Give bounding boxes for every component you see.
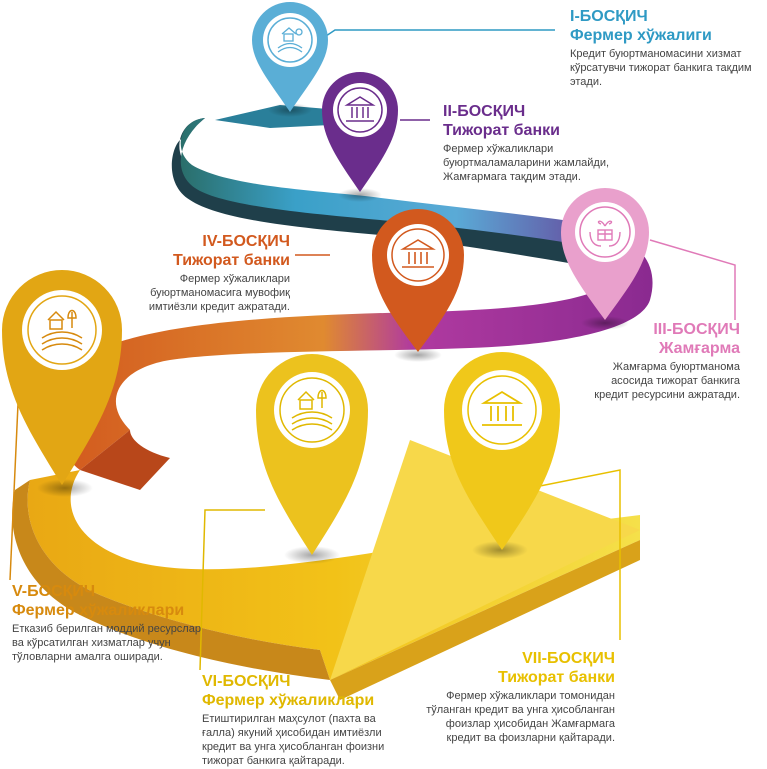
bank-icon bbox=[344, 96, 376, 122]
step-description: Етказиб берилган моддий ресурслар ва кўр… bbox=[12, 623, 201, 663]
step-title: VII-БОСҚИЧ bbox=[522, 650, 615, 667]
hands-gift-icon bbox=[589, 220, 621, 247]
step-7: VII-БОСҚИЧ Тижорат банки Фермер хўжаликл… bbox=[415, 649, 615, 745]
pin-step-6 bbox=[256, 354, 368, 555]
step-4: IV-БОСҚИЧ Тижорат банки Фермер хўжаликла… bbox=[130, 232, 290, 314]
step-title: VI-БОСҚИЧ bbox=[202, 673, 291, 690]
pin-step-5 bbox=[2, 270, 122, 485]
step-subtitle: Фермер хўжалиги bbox=[570, 27, 712, 44]
step-subtitle: Тижорат банки bbox=[173, 252, 290, 269]
bank-icon bbox=[400, 239, 436, 268]
road-band-bottom bbox=[12, 440, 641, 700]
step-description: Жамғарма буюртманома асосида тижорат бан… bbox=[594, 361, 740, 401]
step-subtitle: Тижорат банки bbox=[443, 122, 560, 139]
step-title: II-БОСҚИЧ bbox=[443, 103, 526, 120]
step-description: Фермер хўжаликлари томонидан тўланган кр… bbox=[426, 690, 615, 744]
step-description: Етиштирилган маҳсулот (пахта ва ғалла) я… bbox=[202, 713, 385, 767]
step-6: VI-БОСҚИЧ Фермер хўжаликлари Етиштирилга… bbox=[202, 672, 402, 768]
pin-step-2 bbox=[322, 72, 398, 192]
pin-shadow bbox=[581, 316, 629, 330]
farm-icon bbox=[277, 27, 303, 53]
pin-shadow bbox=[394, 348, 442, 362]
step-title: III-БОСҚИЧ bbox=[653, 321, 740, 338]
step-subtitle: Фермер хўжаликлари bbox=[12, 602, 185, 619]
connector-lines bbox=[9, 29, 736, 671]
step-description: Фермер хўжаликлари буюртманомасига мувоф… bbox=[148, 273, 290, 313]
step-subtitle: Тижорат банки bbox=[498, 669, 615, 686]
step-title: V-БОСҚИЧ bbox=[12, 583, 96, 600]
step-title: IV-БОСҚИЧ bbox=[202, 233, 290, 250]
step-description: Фермер хўжаликлари буюртмаламаларини жам… bbox=[443, 143, 610, 183]
step-title: I-БОСҚИЧ bbox=[570, 8, 648, 25]
pin-shadow bbox=[338, 188, 382, 202]
bank-icon bbox=[480, 390, 524, 426]
pin-step-1 bbox=[252, 2, 328, 112]
step-5: V-БОСҚИЧ Фермер хўжаликлари Етказиб бери… bbox=[12, 582, 202, 664]
pin-step-3 bbox=[561, 188, 649, 320]
road-band-middle bbox=[54, 230, 653, 490]
step-1: I-БОСҚИЧ Фермер хўжалиги Кредит буюртман… bbox=[570, 7, 760, 89]
step-subtitle: Фермер хўжаликлари bbox=[202, 692, 375, 709]
pin-step-4 bbox=[372, 209, 464, 352]
step-subtitle: Жамғарма bbox=[658, 340, 740, 357]
pin-step-7 bbox=[444, 352, 560, 550]
farm-icon bbox=[41, 309, 83, 351]
step-description: Кредит буюртманомасини хизмат кўрсатувчи… bbox=[570, 48, 752, 88]
pin-shadow bbox=[37, 479, 93, 497]
farm-icon bbox=[291, 389, 333, 431]
step-3: III-БОСҚИЧ Жамғарма Жамғарма буюртманома… bbox=[590, 320, 740, 402]
pin-shadow bbox=[472, 541, 528, 559]
step-2: II-БОСҚИЧ Тижорат банки Фермер хўжаликла… bbox=[443, 102, 623, 184]
